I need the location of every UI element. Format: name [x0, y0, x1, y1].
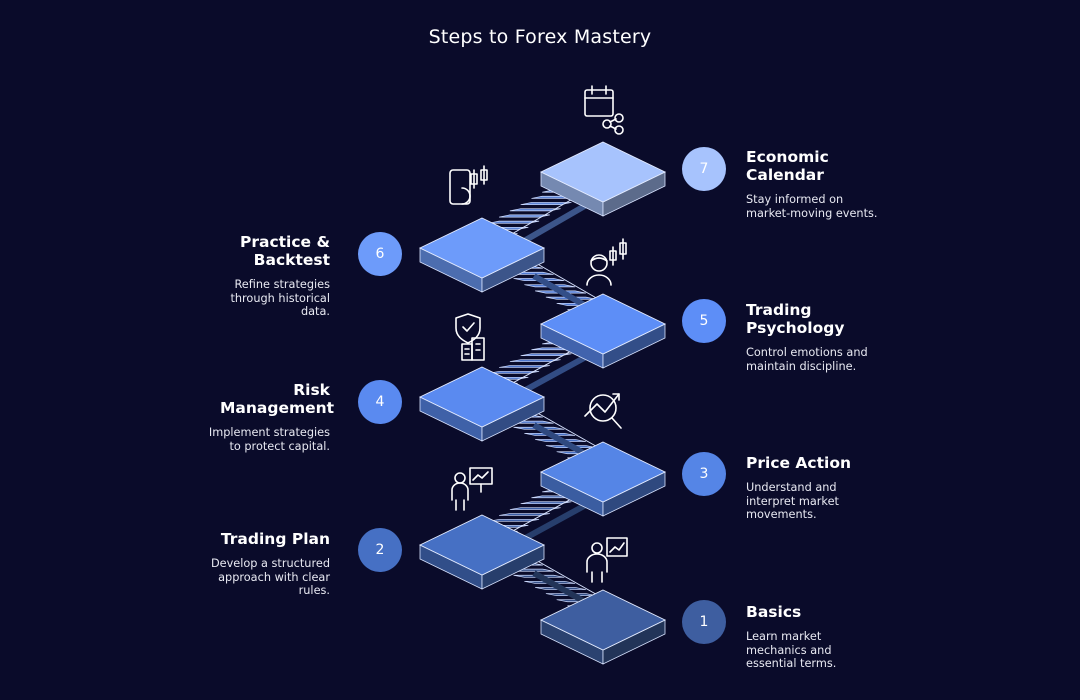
platform-step-7: [539, 141, 667, 217]
step-description: Develop a structured approach with clear…: [210, 557, 330, 597]
platform-step-4: [418, 366, 546, 442]
stair-step: [499, 513, 550, 516]
step-description: Refine strategies through historical dat…: [230, 278, 330, 318]
step-number-badge: 5: [682, 299, 726, 343]
step-title: Trading Psychology: [746, 301, 845, 337]
stair-step: [499, 214, 550, 218]
step-title: Basics: [746, 603, 802, 621]
stair-step: [520, 202, 572, 206]
step-number-badge: 7: [682, 147, 726, 191]
stair-step: [488, 371, 540, 374]
platform-top: [539, 141, 667, 203]
presenter-board-icon: [451, 467, 493, 511]
step-title: Price Action: [746, 454, 852, 472]
step-number-badge: 2: [358, 528, 402, 572]
shield-building-icon: [455, 313, 485, 361]
platform-top: [418, 514, 546, 576]
stair-step: [520, 353, 572, 357]
platform-step-6: [418, 217, 546, 293]
step-number-badge: 6: [358, 232, 402, 276]
step-title: Practice & Backtest: [240, 233, 330, 269]
platform-step-2: [418, 514, 546, 590]
step-number-badge: 4: [358, 380, 402, 424]
platform-top: [418, 366, 546, 428]
step-description: Implement strategies to protect capital.: [208, 426, 330, 453]
step-number-badge: 3: [682, 452, 726, 496]
page-title: Steps to Forex Mastery: [428, 26, 652, 48]
phone-candles-icon: [449, 165, 488, 205]
stair-step: [520, 501, 572, 505]
stair-step: [509, 208, 561, 212]
step-description: Control emotions and maintain discipline…: [746, 346, 868, 373]
step-number-badge: 1: [682, 600, 726, 644]
step-title: Risk Management: [220, 381, 335, 417]
stair-step: [509, 507, 561, 510]
magnifier-trend-icon: [584, 393, 622, 429]
platform-top: [539, 293, 667, 355]
step-description: Understand and interpret market movement…: [746, 481, 839, 521]
person-chart-icon: [586, 537, 628, 583]
step-description: Stay informed on market-moving events.: [746, 193, 878, 220]
step-title: Trading Plan: [220, 530, 330, 548]
trader-candles-icon: [586, 238, 627, 286]
platform-step-3: [539, 441, 667, 517]
platform-top: [539, 441, 667, 503]
stair-step: [488, 220, 540, 224]
platform-step-5: [539, 293, 667, 369]
calendar-share-icon: [584, 85, 624, 135]
platform-top: [418, 217, 546, 279]
stair-step: [499, 365, 550, 368]
step-title: Economic Calendar: [746, 148, 829, 184]
stair-step: [509, 359, 561, 362]
platform-top: [539, 589, 667, 651]
step-description: Learn market mechanics and essential ter…: [746, 630, 837, 670]
stair-step: [488, 519, 540, 522]
platform-step-1: [539, 589, 667, 665]
